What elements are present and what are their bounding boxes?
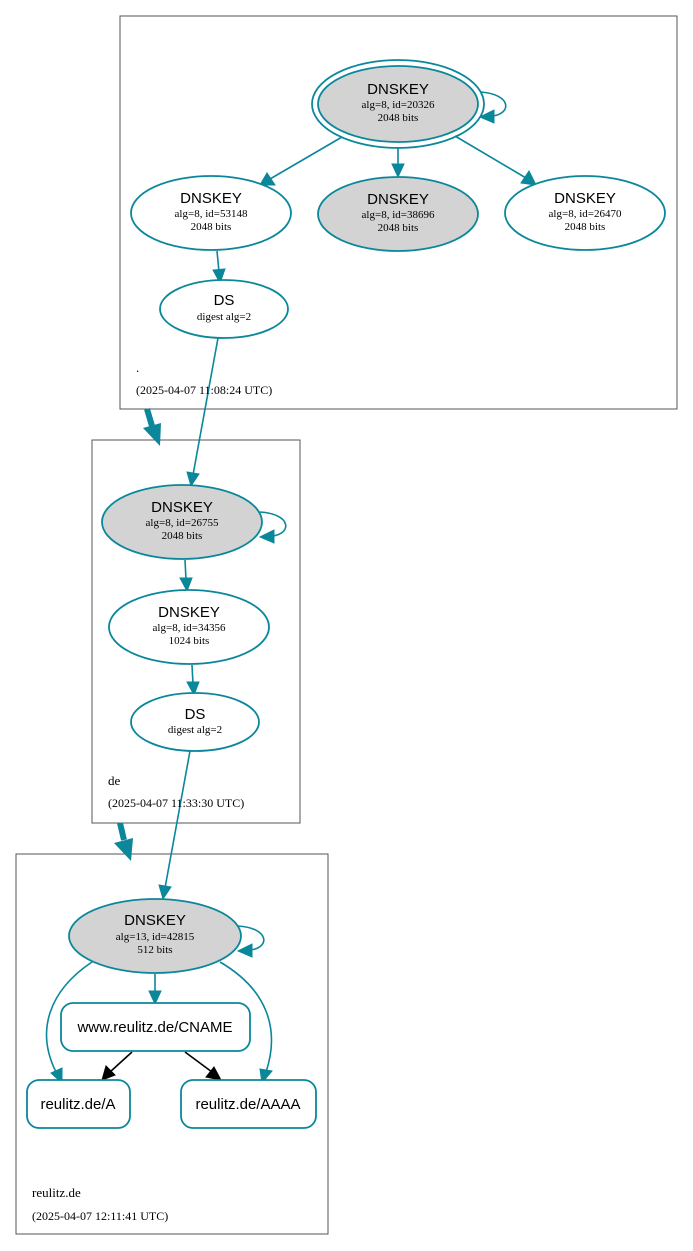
rr-label: reulitz.de/A <box>40 1096 115 1113</box>
node-title: DS <box>185 706 206 723</box>
edge-reulitz-ds-key <box>164 750 191 889</box>
node-reulitz-dnskey: DNSKEY alg=13, id=42815 512 bits <box>68 898 242 974</box>
node-de-ds: DS digest alg=2 <box>159 279 289 339</box>
node-detail: 1024 bits <box>169 635 210 647</box>
edge-de-ksk-self <box>259 511 287 537</box>
node-detail: 512 bits <box>137 944 172 956</box>
edge-key-aaaa <box>219 961 273 1073</box>
node-root-dnskey-53148: DNSKEY alg=8, id=53148 2048 bits <box>130 175 292 251</box>
node-title: DNSKEY <box>158 604 220 621</box>
node-title: DNSKEY <box>367 81 429 98</box>
node-root-dnskey-26470: DNSKEY alg=8, id=26470 2048 bits <box>504 175 666 251</box>
node-title: DNSKEY <box>367 191 429 208</box>
node-root-ksk: DNSKEY alg=8, id=20326 2048 bits <box>311 59 485 149</box>
node-title: DNSKEY <box>124 912 186 929</box>
rr-label: www.reulitz.de/CNAME <box>76 1019 232 1036</box>
node-title: DNSKEY <box>151 499 213 516</box>
edge-root-ksk-k3 <box>454 135 527 179</box>
node-detail: 2048 bits <box>378 112 419 124</box>
edge-cname-aaaa <box>184 1051 213 1073</box>
zone-root-time: (2025-04-07 11:08:24 UTC) <box>136 383 272 397</box>
node-rr-a: reulitz.de/A <box>26 1079 131 1129</box>
edge-reulitz-key-self <box>237 925 265 951</box>
node-detail: alg=8, id=34356 <box>153 622 226 634</box>
node-detail: 2048 bits <box>162 530 203 542</box>
edge-root-k1-ds <box>216 250 220 273</box>
edge-root-ksk-k1 <box>269 136 343 180</box>
edge-root-ksk-self <box>479 91 507 117</box>
node-detail: 2048 bits <box>565 221 606 233</box>
edge-de-ksk-zsk <box>184 559 187 581</box>
node-title: DNSKEY <box>554 190 616 207</box>
node-root-dnskey-38696: DNSKEY alg=8, id=38696 2048 bits <box>317 176 479 252</box>
node-detail: alg=8, id=26755 <box>146 517 219 529</box>
node-detail: alg=8, id=20326 <box>362 99 435 111</box>
node-detail: 2048 bits <box>191 221 232 233</box>
delegation-arrow-de-reulitz <box>114 822 133 861</box>
edge-de-ds-ksk <box>192 337 219 476</box>
node-rr-aaaa: reulitz.de/AAAA <box>180 1079 317 1129</box>
zone-root-name: . <box>136 360 139 375</box>
node-detail: alg=8, id=26470 <box>549 208 622 220</box>
node-rr-cname: www.reulitz.de/CNAME <box>60 1002 251 1052</box>
node-detail: alg=8, id=53148 <box>175 208 248 220</box>
node-detail: alg=8, id=38696 <box>362 209 435 221</box>
node-de-ksk: DNSKEY alg=8, id=26755 2048 bits <box>101 484 263 560</box>
node-title: DS <box>214 292 235 309</box>
edge-de-zsk-ds <box>191 664 194 685</box>
zone-de-time: (2025-04-07 11:33:30 UTC) <box>108 796 244 810</box>
node-detail: 2048 bits <box>378 222 419 234</box>
node-reulitz-ds: DS digest alg=2 <box>130 692 260 752</box>
node-detail: alg=13, id=42815 <box>116 931 195 943</box>
node-de-zsk: DNSKEY alg=8, id=34356 1024 bits <box>108 589 270 665</box>
zone-reulitz-name: reulitz.de <box>32 1185 81 1200</box>
zone-de-name: de <box>108 773 121 788</box>
delegation-arrow-root-de <box>143 408 161 446</box>
edge-key-a <box>45 961 93 1073</box>
node-detail: digest alg=2 <box>197 311 251 323</box>
node-title: DNSKEY <box>180 190 242 207</box>
zone-reulitz-time: (2025-04-07 12:11:41 UTC) <box>32 1209 168 1223</box>
node-detail: digest alg=2 <box>168 724 222 736</box>
edge-cname-a <box>109 1051 133 1073</box>
rr-label: reulitz.de/AAAA <box>195 1096 300 1113</box>
